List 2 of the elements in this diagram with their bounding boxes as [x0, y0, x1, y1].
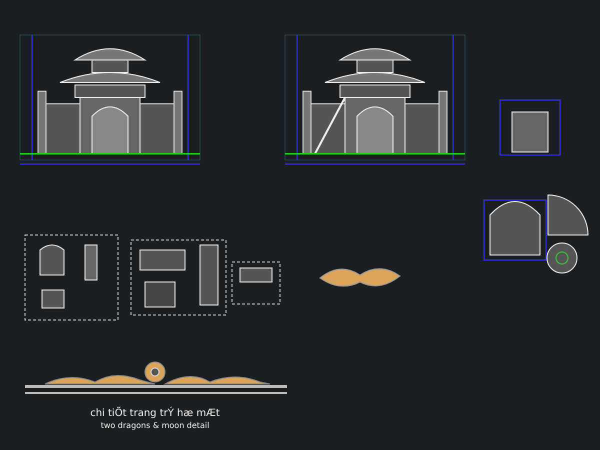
drawing-subtitle: two dragons & moon detail — [100, 421, 210, 430]
drawing-title: chi tiÕt trang trÝ hæ mÆt — [89, 408, 221, 419]
